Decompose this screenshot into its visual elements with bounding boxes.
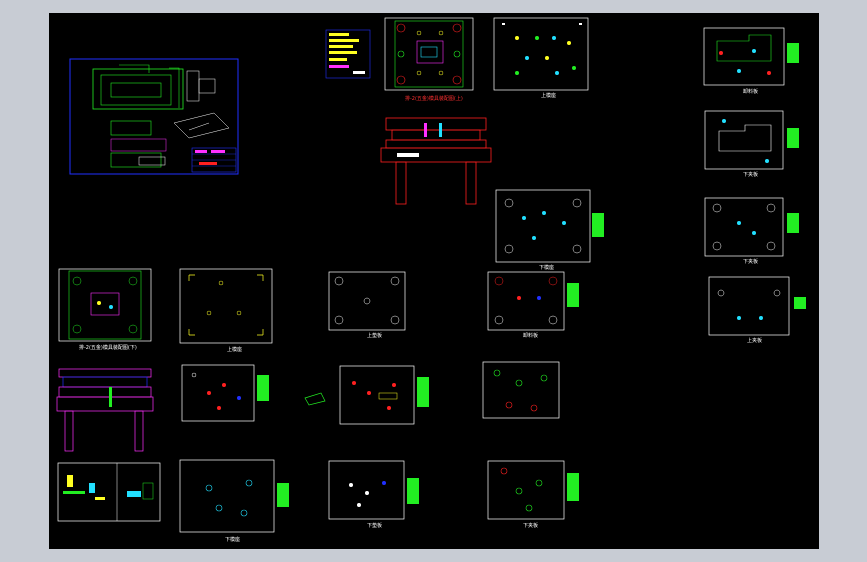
label-lower-plate-right: 下夹板 (743, 259, 759, 265)
label-upper-plate-right: 上夹板 (747, 338, 763, 344)
side-elevation-2[interactable] (56, 368, 154, 452)
label-upper-pad: 上垫板 (367, 333, 383, 339)
lower-plate-3[interactable] (487, 460, 579, 520)
front-elevation[interactable] (380, 117, 492, 205)
lower-pad-plate[interactable] (328, 460, 419, 520)
upper-plate-2[interactable] (181, 364, 269, 422)
label-upper-die-2: 上模座 (227, 347, 243, 353)
lower-die-plate-1[interactable] (495, 189, 604, 263)
upper-pad-plate[interactable] (328, 271, 406, 331)
upper-plate-sheet[interactable] (708, 276, 806, 336)
upper-die-plate-1[interactable] (493, 17, 589, 91)
lower-die-plate-2[interactable] (179, 459, 289, 533)
upper-pad-plate-2[interactable] (339, 365, 429, 425)
top-plan-view[interactable] (384, 17, 474, 91)
label-lower-die-2: 下模座 (225, 537, 241, 543)
cad-viewport[interactable]: 上模座 排-2(五金)模具装配图(上) 卸料板 下夹板 下夹板 上夹板 下模座 … (49, 13, 819, 549)
lower-plate-2[interactable] (482, 361, 560, 419)
label-assembly-bot: 排-2(五金)模具装配图(下) (79, 345, 137, 351)
stripper-plate-sheet-1[interactable] (703, 27, 799, 86)
label-lower-plate-3: 下夹板 (523, 523, 539, 529)
stripper-plate-2[interactable] (487, 271, 579, 331)
upper-die-plate-2[interactable] (179, 268, 273, 344)
cad-drawing (56, 17, 806, 533)
label-lower-pad: 下垫板 (367, 523, 383, 529)
label-assembly-top: 排-2(五金)模具装配图(上) (405, 96, 463, 102)
assembly-sheet[interactable] (69, 58, 239, 175)
assembly-plan-2[interactable] (58, 268, 152, 342)
label-stripper-2: 卸料板 (523, 333, 539, 339)
notes-sheet[interactable] (57, 462, 161, 522)
label-upper-die-1: 上模座 (541, 93, 557, 99)
stripper-plate-sheet-2[interactable] (704, 110, 799, 170)
label-lower-plate-1: 下夹板 (743, 172, 759, 178)
lower-plate-sheet[interactable] (704, 197, 799, 257)
bom-table[interactable] (325, 29, 371, 79)
detail-part[interactable] (304, 392, 326, 406)
label-stripper-1: 卸料板 (743, 89, 759, 95)
label-lower-die-1: 下模座 (539, 265, 555, 271)
